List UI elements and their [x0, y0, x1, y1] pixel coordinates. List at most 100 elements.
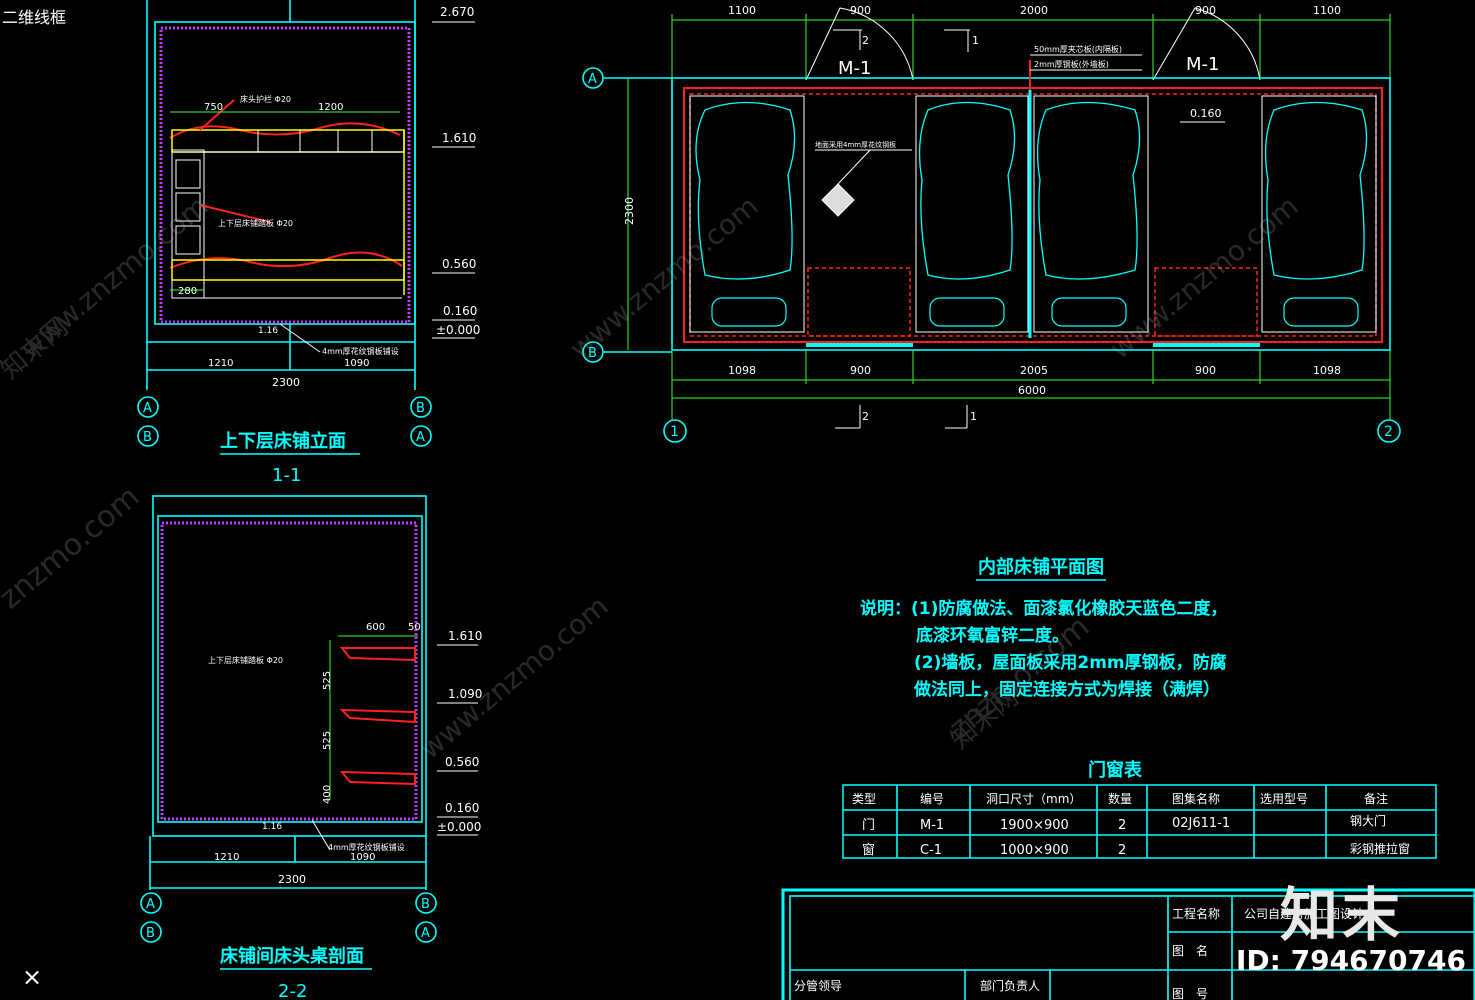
- floor-drain-icon: [821, 183, 855, 217]
- door-table-h-4: 数量: [1108, 791, 1132, 806]
- lower-bunk-rail: [169, 251, 403, 269]
- door-table-r2-c3: 1000×900: [1000, 843, 1069, 858]
- brand-watermark-logo: 知末: [1280, 881, 1405, 949]
- elev1-title: 上下层床铺立面: [220, 430, 346, 452]
- plan-axis-col-1: 1: [670, 424, 679, 440]
- door-table-h-5: 图集名称: [1172, 791, 1220, 806]
- elev1-number: 1-1: [272, 465, 301, 486]
- door-table-r2-c7: 彩钢推拉窗: [1350, 841, 1410, 856]
- sec2-axis-right-1: B: [421, 897, 430, 912]
- sec2-level-1: 1.610: [448, 629, 482, 643]
- plan-dim-top-1: 1100: [728, 4, 756, 17]
- elev1-thickness: 1.16: [258, 326, 278, 336]
- plan-axis-row-b: B: [588, 346, 597, 361]
- description-line-3: (2)墙板，屋面板采用2mm厚钢板，防腐: [914, 652, 1227, 673]
- plan-dim-top-5: 1100: [1313, 4, 1341, 17]
- door-table-h-7: 备注: [1364, 791, 1388, 806]
- bed-duvet-2: [918, 101, 1016, 280]
- door-table-r1-c5: 02J611-1: [1172, 816, 1230, 831]
- sec2-dim-1090: 1090: [350, 852, 375, 863]
- description-line-1: 说明：(1)防腐做法、面漆氯化橡胶天蓝色二度，: [860, 598, 1227, 619]
- bunk-plan: [582, 7, 1401, 581]
- title-block-mid-label: 部门负责人: [980, 978, 1040, 993]
- plan-note-floor: 地面采用4mm厚花纹钢板: [815, 140, 896, 149]
- elev1-dim-750: 750: [204, 102, 223, 113]
- shelf-middle: [339, 708, 416, 724]
- elev1-dim-total: 2300: [272, 376, 300, 389]
- door-table-h-3: 洞口尺寸（mm）: [986, 792, 1081, 806]
- elevation-1-1: [137, 0, 475, 455]
- pillow-1: [711, 297, 787, 327]
- plan-dim-top-2: 900: [850, 4, 871, 17]
- door-table-r2-c4: 2: [1118, 843, 1126, 858]
- title-block-left-label: 分管领导: [794, 978, 842, 993]
- plan-section-mark-2: 1: [972, 34, 979, 47]
- title-block-drawing-label: 图 名: [1172, 943, 1208, 958]
- watermark-id-label: ID: 794670746: [1236, 944, 1466, 977]
- sec2-dim-side-2: 525: [322, 731, 333, 750]
- elev1-note-floor: 4mm厚花纹钢板铺设: [322, 346, 399, 356]
- title-block: [781, 888, 1475, 1000]
- door-table-r1-c4: 2: [1118, 818, 1126, 833]
- elev1-level-4: 0.160: [443, 304, 477, 318]
- sec2-dim-side-3: 400: [322, 785, 333, 804]
- door-table-r1-c1: 门: [862, 818, 875, 833]
- plan-section-mark-4: 1: [970, 410, 977, 423]
- description-line-2: 底漆环氧富锌二度。: [916, 625, 1069, 646]
- door-table-h-2: 编号: [920, 791, 944, 806]
- site-watermark: www.znzmo.com www.znzmo.com www.znzmo.co…: [0, 189, 1304, 765]
- watermark-site-2: www.znzmo.com: [563, 189, 764, 365]
- elev1-level-5: ±0.000: [436, 323, 480, 337]
- sec2-axis-left-2: B: [146, 926, 155, 941]
- door-table-title: 门窗表: [1088, 759, 1143, 781]
- sec2-dim-total: 2300: [278, 873, 306, 886]
- elev1-level-3: 0.560: [442, 257, 476, 271]
- shelf-upper: [339, 647, 416, 662]
- plan-dim-bot-4: 900: [1195, 364, 1216, 377]
- bedside-table-2: [1154, 267, 1258, 337]
- plan-note-partition: 50mm厚夹芯板(内隔板): [1034, 44, 1122, 54]
- pillow-2: [929, 297, 1005, 327]
- title-block-number-label: 图 号: [1172, 987, 1208, 1000]
- plan-dim-bot-2: 900: [850, 364, 871, 377]
- plan-axis-col-2: 2: [1384, 424, 1393, 440]
- sec2-axis-left-1: A: [146, 897, 155, 912]
- ucs-cross-icon: ⨯: [22, 963, 43, 991]
- bedside-table-1: [807, 267, 911, 337]
- bed-duvet-3: [1036, 101, 1141, 280]
- sec2-level-4: 0.160: [445, 801, 479, 815]
- door-table-r2-c1: 窗: [862, 842, 875, 858]
- sec2-dim-50: 50: [408, 622, 421, 633]
- sec2-dim-600: 600: [366, 622, 385, 633]
- elev1-dim-1210: 1210: [208, 358, 233, 369]
- plan-door-label-2: M-1: [1186, 54, 1219, 75]
- door-table-r1-c7: 钢大门: [1350, 813, 1386, 828]
- pillow-3: [1051, 297, 1127, 327]
- watermark-short-1: znzmo.com: [0, 479, 146, 616]
- sec2-level-3: 0.560: [445, 755, 479, 769]
- plan-note-wall: 2mm厚钢板(外墙板): [1034, 59, 1109, 69]
- plan-dim-total: 6000: [1018, 384, 1046, 397]
- plan-dim-top-4: 900: [1195, 4, 1216, 17]
- viewport-mode-label[interactable]: 二维线框: [2, 8, 67, 27]
- elev1-dim-280: 280: [178, 286, 197, 297]
- plan-dim-bot-1: 1098: [728, 364, 756, 377]
- door-table-r2-c2: C-1: [920, 843, 942, 858]
- plan-axis-row-a: A: [588, 72, 597, 87]
- plan-section-mark-3: 2: [862, 410, 869, 423]
- plan-dim-top-3: 2000: [1020, 4, 1048, 17]
- title-block-project-label: 工程名称: [1172, 906, 1220, 921]
- watermark-site-3: www.znzmo.com: [1103, 189, 1304, 365]
- elev1-dim-1200: 1200: [318, 102, 343, 113]
- sec2-dim-1210: 1210: [214, 852, 239, 863]
- plan-dim-bot-5: 1098: [1313, 364, 1341, 377]
- plan-level: 0.160: [1190, 107, 1222, 120]
- sec2-note-floor: 4mm厚花纹钢板铺设: [328, 842, 405, 852]
- elev1-level-2: 1.610: [442, 131, 476, 145]
- door-window-table: [842, 784, 1437, 859]
- section-2-2: [140, 495, 478, 970]
- description-line-4: 做法同上，固定连接方式为焊接（满焊）: [913, 679, 1220, 700]
- sec2-thickness: 1.16: [262, 822, 282, 832]
- elevation-frame-outer: [154, 21, 416, 325]
